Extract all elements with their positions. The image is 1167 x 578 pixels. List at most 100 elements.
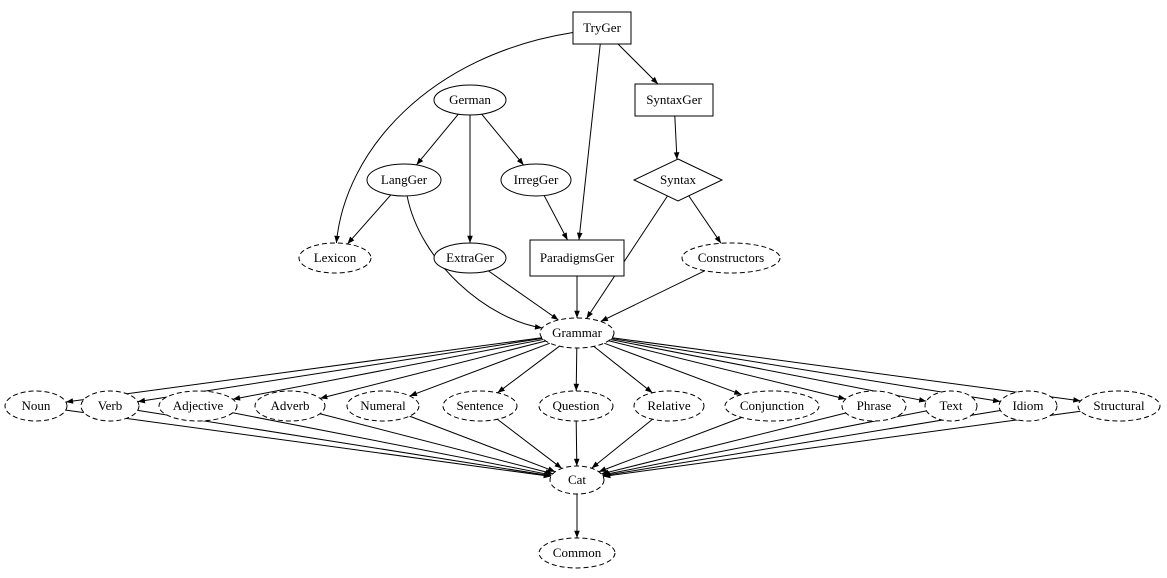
- noun-shape: [4, 390, 68, 422]
- node-label: Common: [553, 545, 602, 560]
- edge-grammar-adverb: [319, 340, 546, 400]
- node-label: ExtraGer: [446, 250, 494, 265]
- edge-grammar-conjunction: [604, 342, 742, 396]
- adjective-shape: [158, 390, 238, 422]
- edge-grammar-numeral: [409, 342, 551, 397]
- edge-irregger-paradigmsger: [543, 195, 568, 241]
- node-constructors: Constructors: [681, 242, 781, 274]
- node-idiom: Idiom: [998, 390, 1058, 422]
- phrase-shape: [841, 390, 907, 422]
- node-verb: Verb: [80, 390, 140, 422]
- edge-grammar-structural: [612, 337, 1081, 403]
- cat-shape: [549, 465, 605, 495]
- edge-question-cat: [573, 420, 580, 467]
- edge-tryger-paradigmsger: [576, 43, 601, 241]
- edge-grammar-question: [573, 347, 580, 392]
- node-tryger: TryGer: [572, 11, 632, 45]
- edge-sentence-cat: [497, 418, 563, 469]
- node-label: Question: [553, 398, 600, 413]
- node-label: Adverb: [271, 398, 310, 413]
- relative-shape: [633, 390, 705, 422]
- node-relative: Relative: [633, 390, 705, 422]
- edge-idiom-cat: [602, 410, 1001, 478]
- edge-numeral-cat: [409, 415, 556, 473]
- edge-conjunction-cat: [598, 417, 742, 473]
- edge-grammar-adjective: [232, 338, 544, 401]
- conjunction-shape: [724, 390, 820, 422]
- node-label: TryGer: [583, 20, 621, 35]
- edge-noun-cat: [65, 409, 551, 479]
- node-label: Lexicon: [314, 250, 357, 265]
- common-shape: [538, 537, 616, 569]
- edge-phrase-cat: [601, 412, 846, 475]
- node-numeral: Numeral: [346, 390, 420, 422]
- node-label: Noun: [22, 398, 51, 413]
- node-langger: LangGer: [366, 163, 442, 197]
- edge-syntaxger-syntax: [673, 115, 680, 160]
- structural-shape: [1077, 390, 1161, 422]
- extrager-shape: [433, 242, 507, 274]
- node-paradigmsger: ParadigmsGer: [529, 239, 625, 277]
- node-label: Cat: [568, 472, 586, 487]
- paradigmsger-shape: [529, 239, 625, 277]
- node-adjective: Adjective: [158, 390, 238, 422]
- adverb-shape: [254, 390, 326, 422]
- node-label: Structural: [1093, 398, 1145, 413]
- edge-german-irregger: [481, 113, 525, 166]
- edge-langger-lexicon: [347, 194, 392, 245]
- node-label: SyntaxGer: [646, 92, 702, 107]
- edge-tryger-syntaxger: [617, 43, 659, 85]
- node-label: Relative: [647, 398, 691, 413]
- edge-grammar-relative: [593, 345, 653, 394]
- numeral-shape: [346, 390, 420, 422]
- edge-verb-cat: [137, 409, 552, 478]
- node-question: Question: [538, 390, 614, 422]
- edge-text-cat: [602, 410, 927, 477]
- verb-shape: [80, 390, 140, 422]
- node-conjunction: Conjunction: [724, 390, 820, 422]
- node-grammar: Grammar: [539, 317, 615, 349]
- edge-grammar-noun: [65, 337, 542, 404]
- german-shape: [433, 84, 507, 116]
- edge-tryger-lexicon: [334, 32, 574, 244]
- node-label: IrregGer: [514, 172, 559, 187]
- langger-shape: [366, 163, 442, 197]
- edge-grammar-phrase: [608, 340, 846, 401]
- sentence-shape: [442, 390, 518, 422]
- question-shape: [538, 390, 614, 422]
- node-label: Adjective: [173, 398, 224, 413]
- node-label: Constructors: [698, 250, 764, 265]
- node-text: Text: [924, 390, 978, 422]
- node-common: Common: [538, 537, 616, 569]
- node-cat: Cat: [549, 465, 605, 495]
- edge-adjective-cat: [232, 412, 552, 477]
- edge-relative-cat: [591, 418, 653, 469]
- node-label: Grammar: [552, 325, 602, 340]
- node-label: Verb: [98, 398, 123, 413]
- node-label: German: [449, 92, 491, 107]
- node-label: Conjunction: [740, 398, 805, 413]
- syntax-shape: [632, 158, 724, 202]
- node-extrager: ExtraGer: [433, 242, 507, 274]
- edge-langger-grammar: [406, 195, 543, 330]
- node-label: Idiom: [1012, 398, 1043, 413]
- tryger-shape: [572, 11, 632, 45]
- node-german: German: [433, 84, 507, 116]
- text-shape: [924, 390, 978, 422]
- edge-adverb-cat: [319, 413, 553, 475]
- node-label: Numeral: [360, 398, 406, 413]
- idiom-shape: [998, 390, 1058, 422]
- node-adverb: Adverb: [254, 390, 326, 422]
- node-syntaxger: SyntaxGer: [634, 83, 714, 117]
- node-noun: Noun: [4, 390, 68, 422]
- node-lexicon: Lexicon: [298, 242, 372, 274]
- edge-grammar-idiom: [611, 338, 1001, 404]
- lexicon-shape: [298, 242, 372, 274]
- edges-layer: [65, 32, 1081, 538]
- node-label: Sentence: [457, 398, 504, 413]
- node-label: Phrase: [857, 398, 892, 413]
- node-structural: Structural: [1077, 390, 1161, 422]
- node-phrase: Phrase: [841, 390, 907, 422]
